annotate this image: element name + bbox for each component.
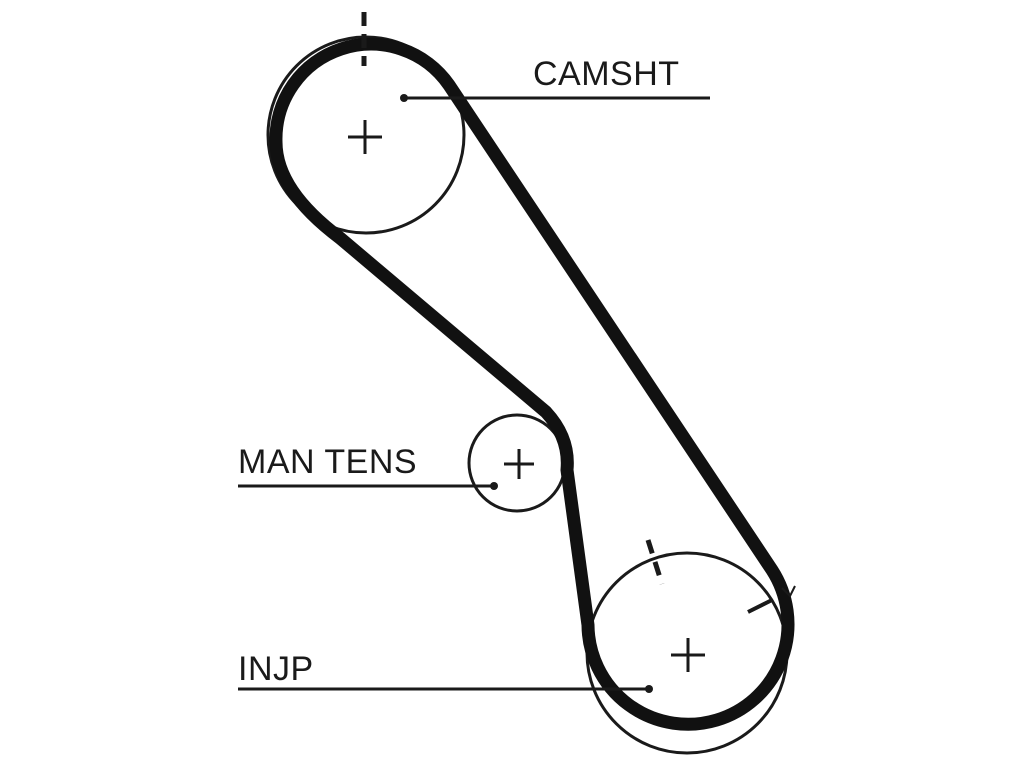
tensioner-label: MAN TENS (238, 443, 418, 481)
injection-pump-label: INJP (238, 650, 314, 688)
tensioner-center-mark (504, 449, 534, 479)
injection-pump-belt-mark (747, 598, 773, 614)
injection-pump-center-mark (671, 638, 705, 672)
camshaft-leader (400, 94, 710, 102)
injection-pump-timing-mark (645, 539, 665, 585)
rotation-arrow-icon (781, 585, 796, 598)
timing-belt (269, 37, 795, 731)
injection-pump-leader (238, 685, 653, 693)
tensioner-leader (238, 482, 498, 490)
camshaft-center-mark (348, 120, 382, 154)
camshaft-label: CAMSHT (533, 55, 680, 93)
